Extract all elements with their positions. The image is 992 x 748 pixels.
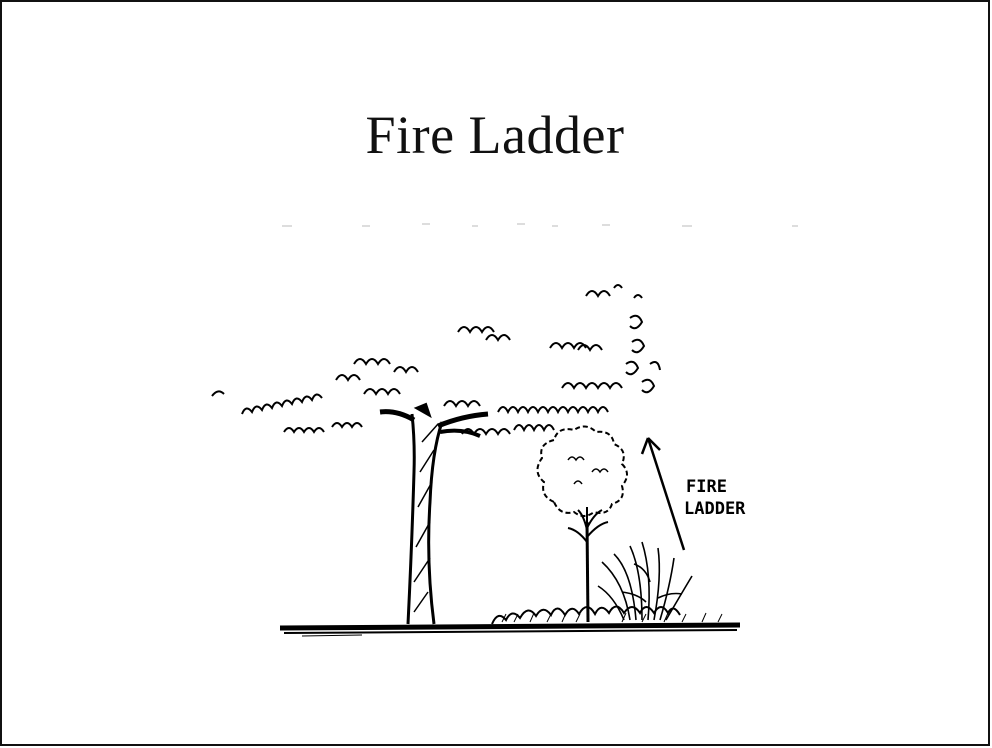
ground-line — [280, 625, 740, 636]
scan-dots — [282, 224, 798, 226]
sapling — [568, 507, 608, 622]
ground-shrubs — [492, 607, 680, 625]
shrub-crown — [537, 426, 627, 516]
tree-canopy — [212, 285, 660, 434]
tree-trunk — [380, 404, 488, 624]
fire-ladder-label-line2: LADDER — [684, 499, 746, 519]
fire-ladder-label-line1: FIRE — [686, 477, 727, 497]
fire-ladder-arrow — [642, 438, 684, 550]
shrub-crown-squiggles — [568, 457, 608, 484]
